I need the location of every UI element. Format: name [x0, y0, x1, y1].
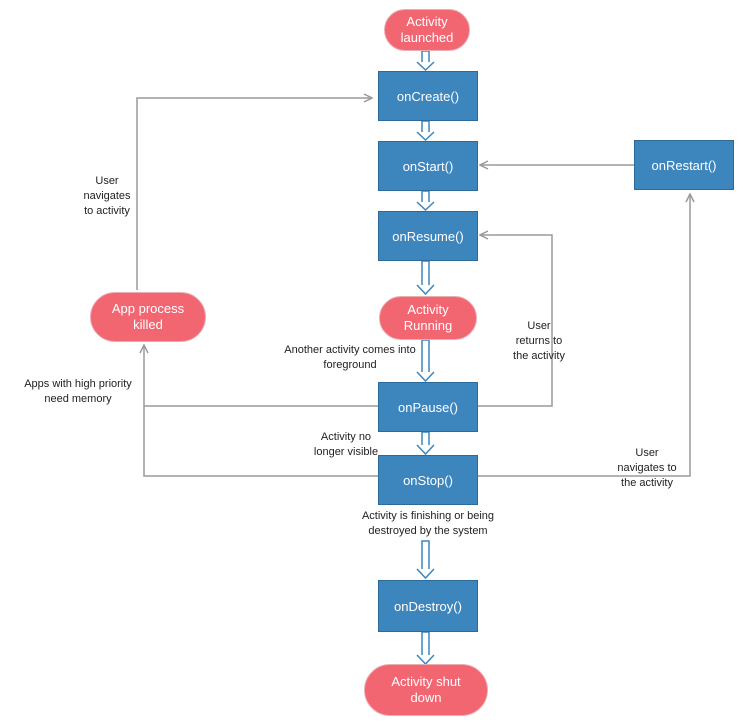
- method-onstart: onStart(): [378, 141, 478, 191]
- flow-arrow-create-to-start: [416, 120, 435, 142]
- flow-arrow-launched-to-create: [416, 50, 435, 72]
- label-another-activity-foreground: Another activity comes into foreground: [284, 344, 416, 371]
- connector-stop-to-killed: [143, 406, 378, 477]
- flow-arrow-start-to-resume: [416, 190, 435, 212]
- flow-arrow-stop-to-destroy: [416, 540, 435, 580]
- method-ondestroy: onDestroy(): [378, 580, 478, 632]
- flow-arrow-pause-to-stop: [416, 431, 435, 456]
- label-finishing-or-destroyed: Activity is finishing or being destroyed…: [361, 510, 495, 537]
- method-oncreate: onCreate(): [378, 71, 478, 121]
- flow-arrow-destroy-to-shutdown: [416, 631, 435, 666]
- flow-arrow-resume-to-running: [416, 260, 435, 296]
- label-user-navigates-left: User navigates to activity: [83, 175, 131, 217]
- state-activity-running: Activity Running: [379, 296, 477, 340]
- label-user-returns: User returns to the activity: [513, 320, 565, 362]
- flow-arrow-running-to-pause: [416, 339, 435, 383]
- state-activity-launched: Activity launched: [384, 9, 470, 51]
- method-onrestart: onRestart(): [634, 140, 734, 190]
- method-onresume: onResume(): [378, 211, 478, 261]
- method-onstop: onStop(): [378, 455, 478, 505]
- state-app-process-killed: App process killed: [90, 292, 206, 342]
- label-apps-high-priority: Apps with high priority need memory: [24, 378, 132, 405]
- connector-killed-to-create: [136, 98, 372, 290]
- connector-pause-to-resume: [478, 235, 553, 407]
- label-user-navigates-right: User navigates to the activity: [617, 447, 677, 489]
- state-activity-shut-down: Activity shut down: [364, 664, 488, 716]
- connector-stop-to-restart: [478, 194, 690, 477]
- label-no-longer-visible: Activity no longer visible: [313, 431, 379, 458]
- method-onpause: onPause(): [378, 382, 478, 432]
